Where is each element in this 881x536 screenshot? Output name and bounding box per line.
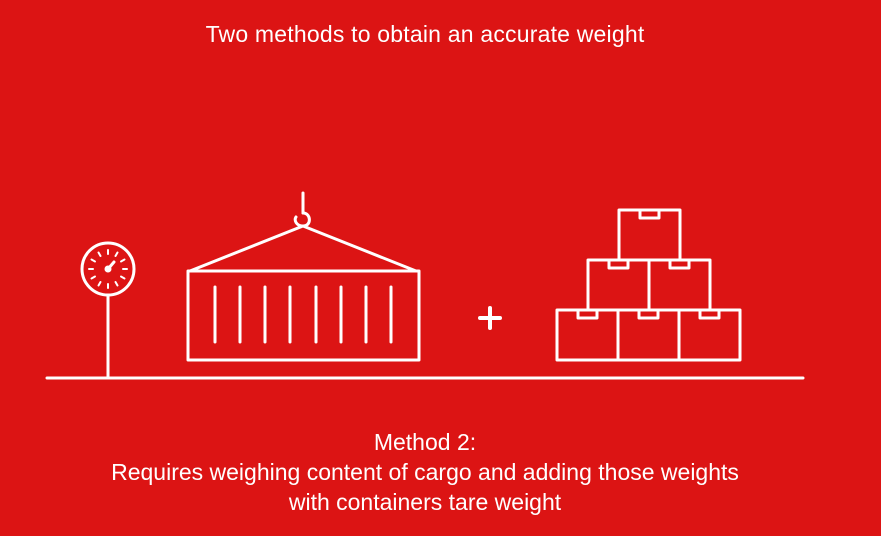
hooked-container-icon — [186, 191, 421, 362]
method-description-line-1: Requires weighing content of cargo and a… — [111, 459, 739, 485]
page-title: Two methods to obtain an accurate weight — [205, 21, 645, 47]
method-label: Method 2: — [373, 429, 477, 455]
stacked-boxes-icon — [555, 208, 742, 362]
method-description-line-2: with containers tare weight — [288, 489, 562, 515]
plus-icon — [478, 306, 502, 330]
method-caption: Method 2: Requires weighing content of c… — [0, 427, 850, 517]
weighing-scale-icon — [80, 241, 136, 380]
